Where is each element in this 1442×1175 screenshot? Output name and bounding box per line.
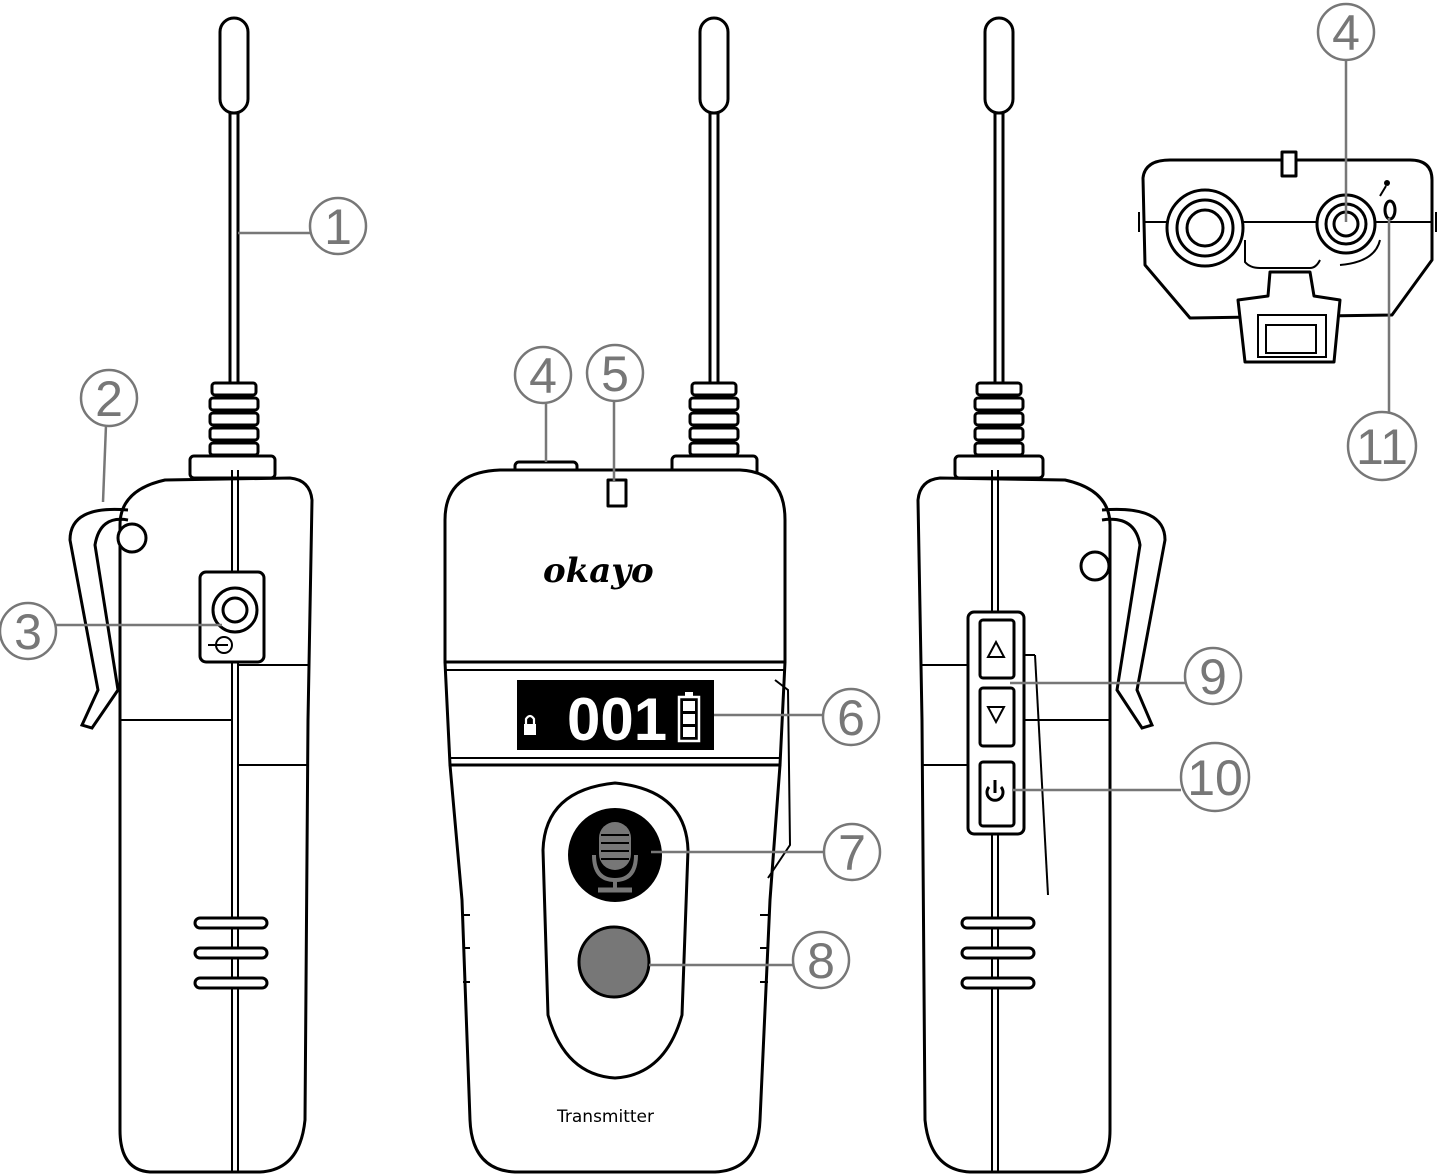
callout-6: 6 xyxy=(714,687,881,747)
right-side-view xyxy=(916,16,1167,1174)
svg-text:9: 9 xyxy=(1199,649,1227,705)
antenna-right xyxy=(953,16,1045,480)
battery-icon xyxy=(677,692,701,743)
svg-text:7: 7 xyxy=(838,825,866,881)
svg-text:4: 4 xyxy=(529,348,557,404)
svg-text:4: 4 xyxy=(1332,5,1360,61)
svg-text:6: 6 xyxy=(837,690,865,746)
svg-text:10: 10 xyxy=(1187,750,1243,806)
callout-10: 10 xyxy=(1012,741,1251,813)
svg-text:1: 1 xyxy=(324,199,352,255)
svg-text:11: 11 xyxy=(1356,419,1408,475)
callout-2: 2 xyxy=(79,368,139,503)
callout-11: 11 xyxy=(1346,218,1418,482)
led-indicator-top xyxy=(1383,199,1397,221)
input-jack-icon xyxy=(208,636,233,654)
callout-8: 8 xyxy=(649,930,851,990)
down-arrow-icon xyxy=(986,706,1006,725)
channel-number: 001 xyxy=(567,686,667,753)
callout-7: 7 xyxy=(651,822,882,882)
up-button xyxy=(978,618,1016,680)
model-label: Transmitter xyxy=(556,1107,654,1127)
callout-4-top: 4 xyxy=(1316,2,1376,222)
power-icon xyxy=(985,780,1005,802)
left-side-view xyxy=(68,16,314,1174)
power-button-front xyxy=(577,925,651,999)
antenna-front xyxy=(670,16,759,478)
mic-button xyxy=(568,808,662,902)
brand-logo: okayo xyxy=(543,551,654,591)
callout-5: 5 xyxy=(585,343,645,482)
callout-4-front: 4 xyxy=(513,345,573,462)
svg-text:8: 8 xyxy=(807,933,835,989)
lcd-display: 001 xyxy=(517,680,714,753)
callout-3: 3 xyxy=(0,601,222,661)
callout-1: 1 xyxy=(238,196,368,256)
svg-text:5: 5 xyxy=(601,346,629,402)
antenna-left xyxy=(188,16,277,480)
lock-icon xyxy=(524,714,536,735)
up-arrow-icon xyxy=(986,639,1006,658)
power-button xyxy=(978,760,1016,828)
callout-9: 9 xyxy=(1010,646,1243,706)
down-button xyxy=(978,686,1016,748)
svg-text:2: 2 xyxy=(95,371,123,427)
top-view xyxy=(1138,150,1437,364)
front-view: okayo 001 xyxy=(443,16,792,1174)
mic-indicator-icon xyxy=(1379,180,1390,197)
svg-text:3: 3 xyxy=(14,604,42,660)
